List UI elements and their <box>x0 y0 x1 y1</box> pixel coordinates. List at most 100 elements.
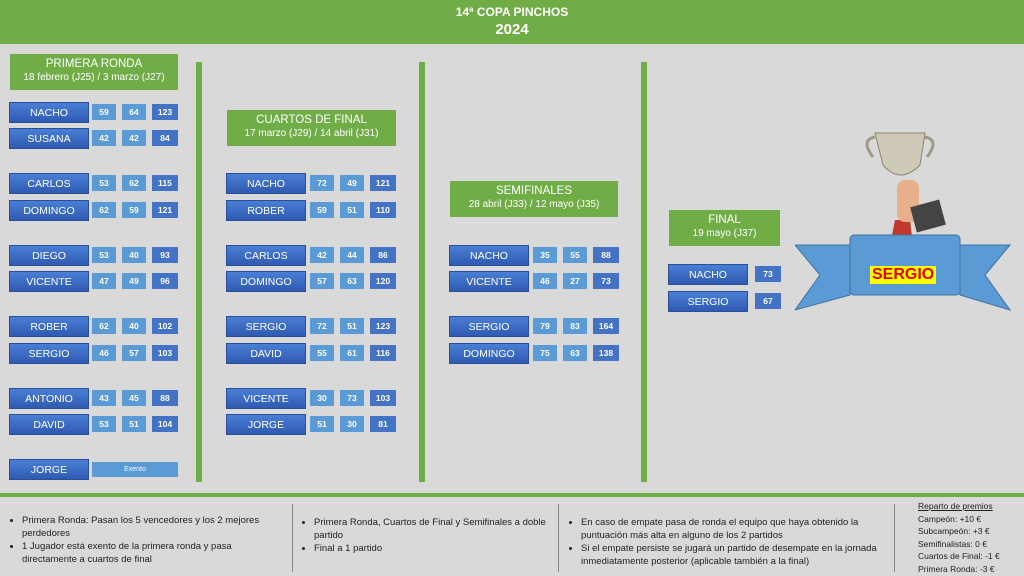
score-total: 121 <box>152 202 178 218</box>
score-game: 62 <box>92 202 116 218</box>
score-total: 123 <box>370 318 396 334</box>
round-dates: 19 mayo (J37) <box>692 228 757 239</box>
trophy-icon <box>874 132 926 176</box>
player-name: VICENTE <box>449 271 529 292</box>
separator <box>292 504 293 572</box>
score-total: 102 <box>152 318 178 334</box>
round-title: SEMIFINALES <box>495 185 573 197</box>
score-game: 59 <box>310 202 334 218</box>
round-header: SEMIFINALES 28 abril (J33) / 12 mayo (J35… <box>450 181 618 217</box>
score-total: 73 <box>593 273 619 289</box>
note: Si el empate persiste se jugará un parti… <box>581 542 892 568</box>
bye-label: Exento <box>92 462 178 477</box>
round-title: PRIMERA RONDA <box>45 58 143 70</box>
score-total: 103 <box>152 345 178 361</box>
score-total: 73 <box>755 266 781 282</box>
score-game: 42 <box>122 130 146 146</box>
score-game: 83 <box>563 318 587 334</box>
round-dates: 18 febrero (J25) / 3 marzo (J27) <box>23 72 165 83</box>
score-game: 73 <box>340 390 364 406</box>
round-header: FINAL 19 mayo (J37) <box>669 210 780 246</box>
notes-col2: Primera Ronda, Cuartos de Final y Semifi… <box>300 516 550 555</box>
score-total: 121 <box>370 175 396 191</box>
score-game: 79 <box>533 318 557 334</box>
score-total: 67 <box>755 293 781 309</box>
score-game: 51 <box>340 202 364 218</box>
score-game: 63 <box>340 273 364 289</box>
prize-item: Campeón: +10 € <box>918 513 982 524</box>
player-name: SERGIO <box>449 316 529 337</box>
player-name: VICENTE <box>226 388 306 409</box>
player-name: JORGE <box>226 414 306 435</box>
divider <box>196 62 202 482</box>
score-game: 46 <box>92 345 116 361</box>
round-title: FINAL <box>708 214 741 226</box>
notes-col1: Primera Ronda: Pasan los 5 vencedores y … <box>8 514 278 566</box>
footer-divider <box>0 493 1024 497</box>
score-game: 45 <box>122 390 146 406</box>
player-name: DAVID <box>226 343 306 364</box>
score-total: 84 <box>152 130 178 146</box>
score-game: 53 <box>92 247 116 263</box>
separator <box>894 504 895 572</box>
player-name: NACHO <box>9 102 89 123</box>
score-game: 51 <box>310 416 334 432</box>
score-game: 30 <box>340 416 364 432</box>
player-name: JORGE <box>9 459 89 480</box>
player-name: VICENTE <box>9 271 89 292</box>
score-total: 120 <box>370 273 396 289</box>
divider <box>641 62 647 482</box>
trophy-champion-graphic <box>795 132 1012 311</box>
score-game: 64 <box>122 104 146 120</box>
score-game: 62 <box>122 175 146 191</box>
player-name: ROBER <box>226 200 306 221</box>
score-game: 51 <box>122 416 146 432</box>
notes-col3: En caso de empate pasa de ronda el equip… <box>567 516 892 568</box>
round-header: PRIMERA RONDA 18 febrero (J25) / 3 marzo … <box>10 54 178 90</box>
score-total: 116 <box>370 345 396 361</box>
round-dates: 28 abril (J33) / 12 mayo (J35) <box>468 199 600 210</box>
score-game: 55 <box>563 247 587 263</box>
player-name: SERGIO <box>668 291 748 312</box>
note: En caso de empate pasa de ronda el equip… <box>581 516 892 542</box>
player-name: DOMINGO <box>449 343 529 364</box>
score-game: 72 <box>310 175 334 191</box>
score-game: 40 <box>122 247 146 263</box>
score-total: 110 <box>370 202 396 218</box>
score-total: 123 <box>152 104 178 120</box>
score-total: 81 <box>370 416 396 432</box>
score-game: 51 <box>340 318 364 334</box>
player-name: DIEGO <box>9 245 89 266</box>
score-game: 35 <box>533 247 557 263</box>
score-game: 57 <box>122 345 146 361</box>
prize-item: Subcampeón: +3 € <box>918 526 990 536</box>
score-game: 27 <box>563 273 587 289</box>
score-game: 59 <box>92 104 116 120</box>
prizes-title: Reparto de premios <box>918 501 993 511</box>
player-name: ROBER <box>9 316 89 337</box>
score-total: 93 <box>152 247 178 263</box>
note: 1 Jugador está exento de la primera rond… <box>22 540 278 566</box>
player-name: NACHO <box>449 245 529 266</box>
score-game: 53 <box>92 416 116 432</box>
round-dates: 17 marzo (J29) / 14 abril (J31) <box>244 128 379 139</box>
prize-item: Cuartos de Final: -1 € <box>918 551 1000 561</box>
player-name: DOMINGO <box>9 200 89 221</box>
score-total: 164 <box>593 318 619 334</box>
score-total: 96 <box>152 273 178 289</box>
separator <box>558 504 559 572</box>
year: 2024 <box>495 21 529 38</box>
score-game: 55 <box>310 345 334 361</box>
player-name: SUSANA <box>9 128 89 149</box>
player-name: CARLOS <box>226 245 306 266</box>
champion-name: SERGIO <box>870 266 937 284</box>
score-game: 59 <box>122 202 146 218</box>
player-name: SERGIO <box>226 316 306 337</box>
score-total: 138 <box>593 345 619 361</box>
score-game: 43 <box>92 390 116 406</box>
score-game: 49 <box>340 175 364 191</box>
score-game: 72 <box>310 318 334 334</box>
score-game: 47 <box>92 273 116 289</box>
score-total: 88 <box>593 247 619 263</box>
player-name: ANTONIO <box>9 388 89 409</box>
